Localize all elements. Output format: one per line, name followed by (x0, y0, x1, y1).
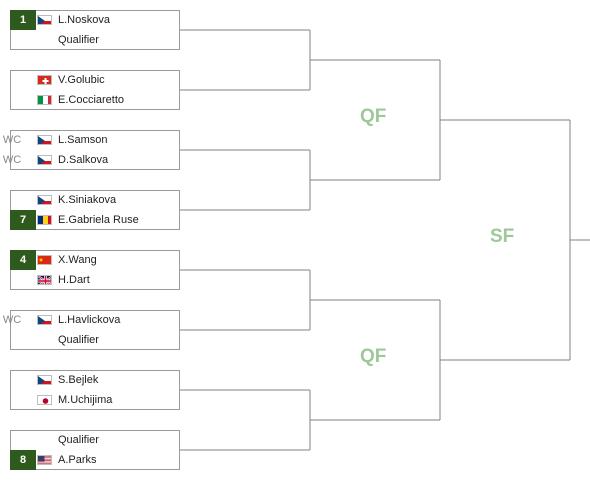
round-label-sf: SF (490, 226, 515, 247)
player-row[interactable]: WC L.Havlickova (3, 310, 181, 330)
player-name[interactable]: L.Samson (58, 134, 108, 146)
player-name[interactable]: L.Noskova (58, 14, 110, 26)
wildcard-label: WC (2, 134, 22, 146)
player-name[interactable]: V.Golubic (58, 74, 105, 86)
flag-gbr-icon (37, 275, 52, 285)
flag-ita-icon (37, 95, 52, 105)
player-row[interactable]: Qualifier (11, 330, 181, 350)
flag-jpn-icon (37, 395, 52, 405)
flag-cze-icon (37, 15, 52, 25)
flag-cze-icon (37, 135, 52, 145)
player-name[interactable]: K.Siniakova (58, 194, 117, 206)
player-name[interactable]: Qualifier (58, 34, 99, 46)
player-row[interactable]: K.Siniakova (11, 190, 181, 210)
round-label-qf-bottom: QF (360, 346, 387, 367)
player-name[interactable]: S.Bejlek (58, 374, 99, 386)
wildcard-label: WC (2, 314, 22, 326)
player-row[interactable]: WC D.Salkova (3, 150, 181, 170)
flag-cze-icon (37, 195, 52, 205)
flag-chn-icon (37, 255, 52, 265)
flag-cze-icon (37, 315, 52, 325)
player-row[interactable]: 4 X.Wang (10, 250, 181, 270)
player-name[interactable]: L.Havlickova (58, 314, 121, 326)
player-name[interactable]: D.Salkova (58, 154, 109, 166)
seed-badge: 4 (10, 250, 36, 270)
player-row[interactable]: S.Bejlek (11, 370, 181, 390)
player-name[interactable]: M.Uchijima (58, 394, 113, 406)
flag-cze-icon (37, 375, 52, 385)
wildcard-label: WC (2, 154, 22, 166)
player-row[interactable]: E.Cocciaretto (11, 90, 181, 110)
flag-sui-icon (37, 75, 52, 85)
player-row[interactable]: V.Golubic (11, 70, 181, 90)
round-label-qf-top: QF (360, 106, 387, 127)
player-name[interactable]: H.Dart (58, 274, 90, 286)
seed-badge: 1 (10, 10, 36, 30)
player-row[interactable]: 1 L.Noskova (10, 10, 181, 30)
match-box[interactable]: K.Siniakova 7 E.Gabriela Ruse (10, 190, 180, 230)
player-name[interactable]: E.Gabriela Ruse (58, 214, 139, 226)
player-row[interactable]: Qualifier (11, 430, 181, 450)
player-row[interactable]: H.Dart (11, 270, 181, 290)
match-box[interactable]: Qualifier 8 A.Parks (10, 430, 180, 470)
player-name[interactable]: Qualifier (58, 334, 99, 346)
player-row[interactable]: 7 E.Gabriela Ruse (10, 210, 181, 230)
player-name[interactable]: X.Wang (58, 254, 97, 266)
player-row[interactable]: Qualifier (11, 30, 181, 50)
player-name[interactable]: E.Cocciaretto (58, 94, 125, 106)
player-row[interactable]: M.Uchijima (11, 390, 181, 410)
flag-cze-icon (37, 155, 52, 165)
player-row[interactable]: WC L.Samson (3, 130, 181, 150)
flag-rou-icon (37, 215, 52, 225)
seed-badge: 8 (10, 450, 36, 470)
player-row[interactable]: 8 A.Parks (10, 450, 181, 470)
seed-badge: 7 (10, 210, 36, 230)
player-name[interactable]: A.Parks (58, 454, 97, 466)
flag-usa-icon (37, 455, 52, 465)
player-name[interactable]: Qualifier (58, 434, 99, 446)
